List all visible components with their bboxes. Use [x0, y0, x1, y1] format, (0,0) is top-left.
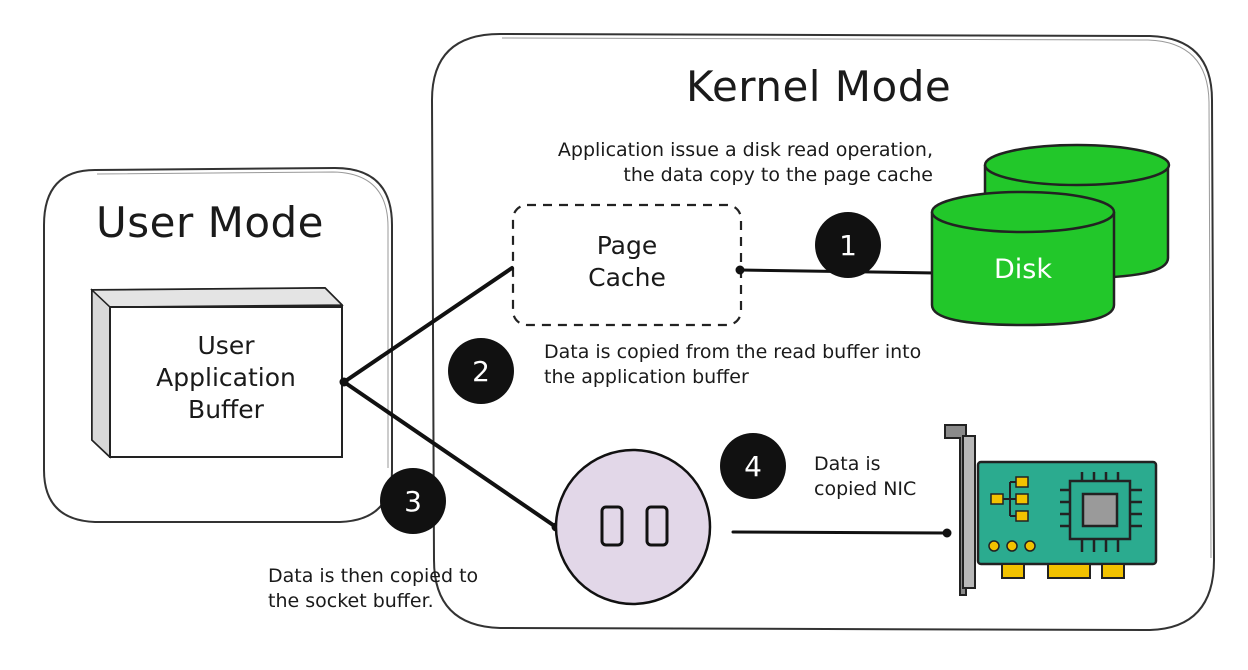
step-3-note-line-1: Data is then copied to [268, 565, 479, 587]
kernel-mode-frame [430, 32, 1216, 632]
step-1-note: Application issue a disk read operation,… [503, 138, 933, 188]
step-2-note-line-1: Data is copied from the read buffer into [544, 341, 922, 363]
app-buffer-box [90, 286, 344, 459]
step-4-note: Data is copied NIC [814, 452, 916, 502]
app-buffer-line-2: Application [156, 363, 296, 392]
disk-label: Disk [994, 254, 1052, 285]
step-2-note-line-2: the application buffer [544, 366, 749, 388]
app-buffer-label: User Application Buffer [110, 330, 342, 426]
step-3-note-line-2: the socket buffer. [268, 590, 434, 612]
step-3-note: Data is then copied to the socket buffer… [268, 564, 478, 614]
page-cache-box [511, 203, 743, 327]
step-1-note-line-2: the data copy to the page cache [623, 164, 933, 186]
disk-icon [930, 143, 1171, 327]
nic-card-icon [944, 424, 1158, 596]
page-cache-label: Page Cache [513, 230, 741, 294]
step-4-note-line-1: Data is [814, 453, 881, 475]
step-1-badge: 1 [815, 212, 881, 278]
step-3-badge: 3 [380, 468, 446, 534]
user-mode-frame [43, 166, 393, 523]
page-cache-line-1: Page [596, 231, 658, 260]
step-2-badge: 2 [448, 338, 514, 404]
app-buffer-line-1: User [197, 331, 255, 360]
user-mode-title: User Mode [96, 198, 325, 247]
page-cache-line-2: Cache [588, 263, 666, 292]
socket-buffer-icon [554, 448, 712, 606]
step-2-note: Data is copied from the read buffer into… [544, 340, 921, 390]
app-buffer-line-3: Buffer [188, 395, 264, 424]
step-4-note-line-2: copied NIC [814, 478, 917, 500]
step-1-note-line-1: Application issue a disk read operation, [557, 139, 933, 161]
step-4-badge: 4 [720, 433, 786, 499]
kernel-mode-title: Kernel Mode [686, 62, 952, 111]
